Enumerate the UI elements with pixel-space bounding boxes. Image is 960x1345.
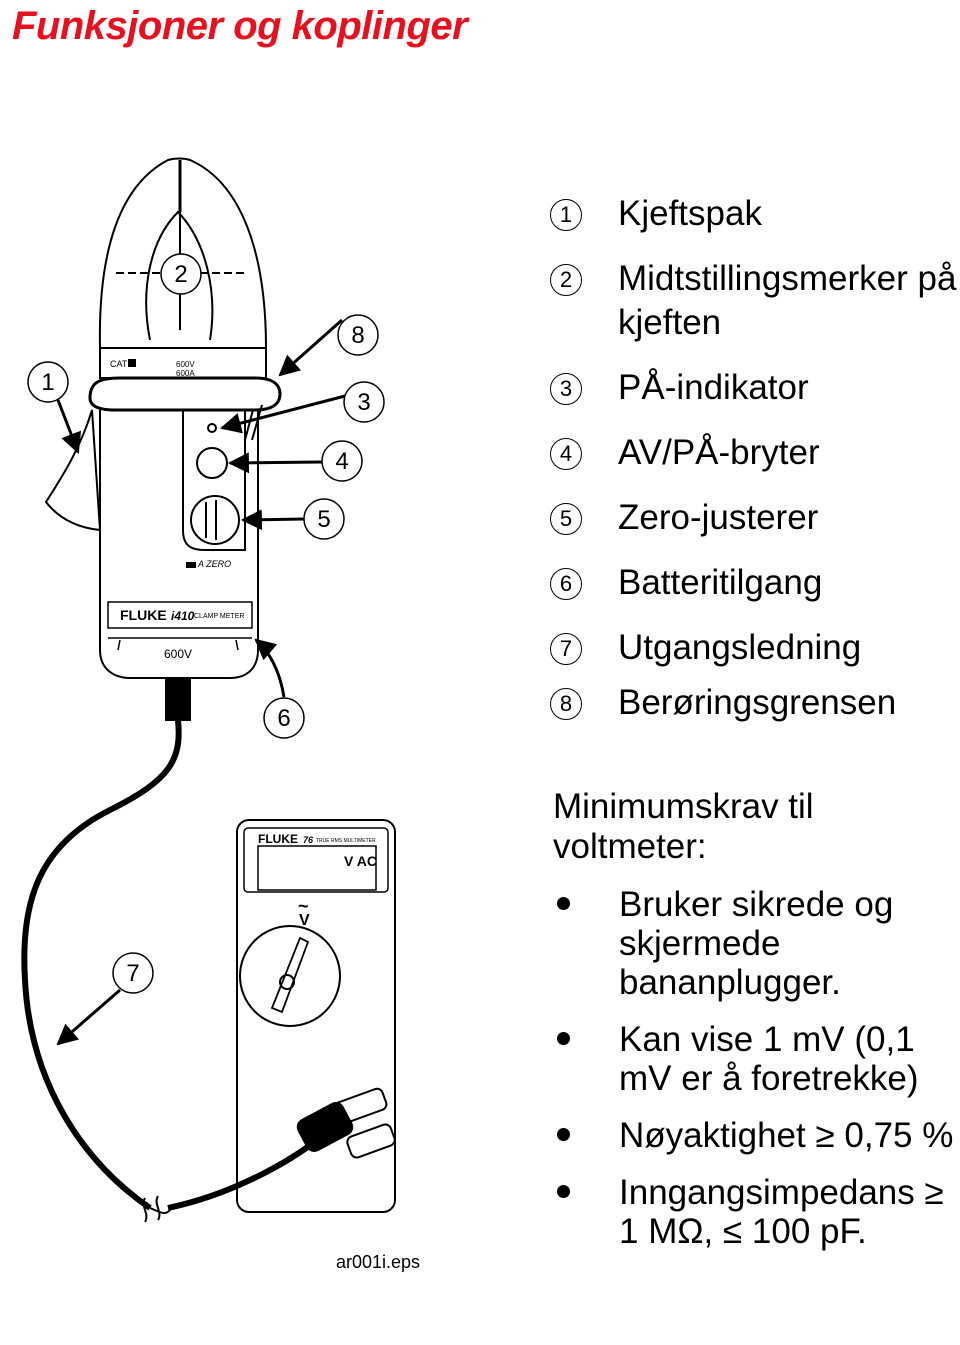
legend-text: Zero-justerer xyxy=(618,498,819,537)
legend-number: 4 xyxy=(550,438,582,470)
bullet xyxy=(557,897,570,910)
legend-item: 5 Zero-justerer xyxy=(548,496,958,540)
legend-number: 5 xyxy=(550,503,582,535)
clamp-body xyxy=(88,157,282,721)
bullet xyxy=(557,1128,570,1141)
requirement-item: Inngangsimpedans ≥ 1 MΩ, ≤ 100 pF. xyxy=(553,1173,958,1251)
legend-number: 7 xyxy=(550,633,582,665)
arrow-6 xyxy=(254,638,286,698)
callout-3-label: 3 xyxy=(357,389,370,416)
callout-7-label: 7 xyxy=(126,960,139,987)
requirement-item: Nøyaktighet ≥ 0,75 % xyxy=(553,1116,958,1155)
requirement-item: Kan vise 1 mV (0,1 mV er å foretrekke) xyxy=(553,1020,958,1098)
legend-item: 2 Midtstillingsmerker på kjeften xyxy=(548,257,958,345)
zero-label: A ZERO xyxy=(197,559,231,569)
bullet xyxy=(557,1185,570,1198)
callout-5-label: 5 xyxy=(317,506,330,533)
legend-item: 3 PÅ-indikator xyxy=(548,366,958,410)
legend-text: Utgangsledning xyxy=(618,628,862,667)
callout-7 xyxy=(112,952,154,994)
meter-tilde: ~ xyxy=(298,896,309,916)
legend-text: Berøringsgrensen xyxy=(618,683,897,722)
clamp-bottom-v: 600V xyxy=(164,647,192,661)
callout-6 xyxy=(263,697,305,739)
legend-item: 6 Batteritilgang xyxy=(548,561,958,605)
legend-text: Batteritilgang xyxy=(618,563,823,602)
meter-display: V AC xyxy=(344,853,377,869)
cat-mark xyxy=(128,359,136,367)
legend-number: 6 xyxy=(550,568,582,600)
legend-text: Kjeftspak xyxy=(618,194,762,233)
multimeter xyxy=(236,819,396,1213)
requirement-text: Bruker sikrede og skjermede bananplugger… xyxy=(619,885,894,1002)
legend-item: 7 Utgangsledning xyxy=(548,626,958,670)
callout-2-label: 2 xyxy=(174,261,187,288)
file-label: ar001i.eps xyxy=(336,1252,421,1272)
requirements-heading: Minimumskrav til voltmeter: xyxy=(553,787,814,866)
cat-label: CAT xyxy=(110,359,128,369)
parts-legend: 1 Kjeftspak 2 Midtstillingsmerker på kje… xyxy=(548,192,958,725)
callout-1-label: 1 xyxy=(41,369,54,396)
legend-item: 1 Kjeftspak xyxy=(548,192,958,236)
rating-a: 600A xyxy=(176,369,195,378)
legend-number: 3 xyxy=(550,373,582,405)
clamp-model: i410 xyxy=(171,609,195,623)
arrow-7 xyxy=(56,988,121,1046)
jaw-lever xyxy=(44,409,102,532)
callout-2 xyxy=(160,253,202,295)
callout-4 xyxy=(321,440,363,482)
meter-sub: TRUE RMS MULTIMETER xyxy=(316,838,376,844)
meter-v: V xyxy=(299,912,310,929)
clamp-meter-diagram: CAT 600V 600A A ZERO FLUKE i410 CLAMP ME… xyxy=(21,157,396,1223)
meter-model: 76 xyxy=(303,835,314,845)
requirement-text: Kan vise 1 mV (0,1 mV er å foretrekke) xyxy=(619,1020,919,1098)
arrow-5 xyxy=(240,509,305,531)
zero-mark xyxy=(186,562,196,568)
callout-3 xyxy=(343,381,385,423)
requirement-text: Inngangsimpedans ≥ 1 MΩ, ≤ 100 pF. xyxy=(619,1173,944,1251)
arrow-1 xyxy=(56,399,82,454)
clamp-brand: FLUKE xyxy=(120,607,167,623)
requirement-text: Nøyaktighet ≥ 0,75 % xyxy=(619,1116,954,1155)
arrow-4 xyxy=(227,452,323,474)
bullet xyxy=(557,1032,570,1045)
page-title: Funksjoner og koplinger xyxy=(12,4,468,48)
callout-8-label: 8 xyxy=(351,322,364,349)
legend-item: 4 AV/PÅ-bryter xyxy=(548,431,958,475)
meter-brand: FLUKE xyxy=(258,832,298,846)
requirements-section: Minimumskrav til voltmeter: Bruker sikre… xyxy=(553,787,958,1269)
legend-text: AV/PÅ-bryter xyxy=(618,433,820,472)
arrow-3 xyxy=(219,394,346,434)
legend-number: 1 xyxy=(550,199,582,231)
legend-text: PÅ-indikator xyxy=(618,368,809,407)
callout-1 xyxy=(27,361,69,403)
requirement-item: Bruker sikrede og skjermede bananplugger… xyxy=(553,885,958,1002)
callout-4-label: 4 xyxy=(335,448,348,475)
output-lead xyxy=(21,719,182,1211)
arrow-8 xyxy=(278,318,343,377)
legend-number: 8 xyxy=(550,688,582,720)
legend-text: Midtstillingsmerker på kjeften xyxy=(618,259,957,342)
callout-8 xyxy=(337,314,379,356)
legend-number: 2 xyxy=(550,264,582,296)
callout-6-label: 6 xyxy=(277,705,290,732)
clamp-model-sub: CLAMP METER xyxy=(194,613,244,620)
rating-v: 600V xyxy=(176,360,195,369)
legend-item: 8 Berøringsgrensen xyxy=(548,681,958,725)
